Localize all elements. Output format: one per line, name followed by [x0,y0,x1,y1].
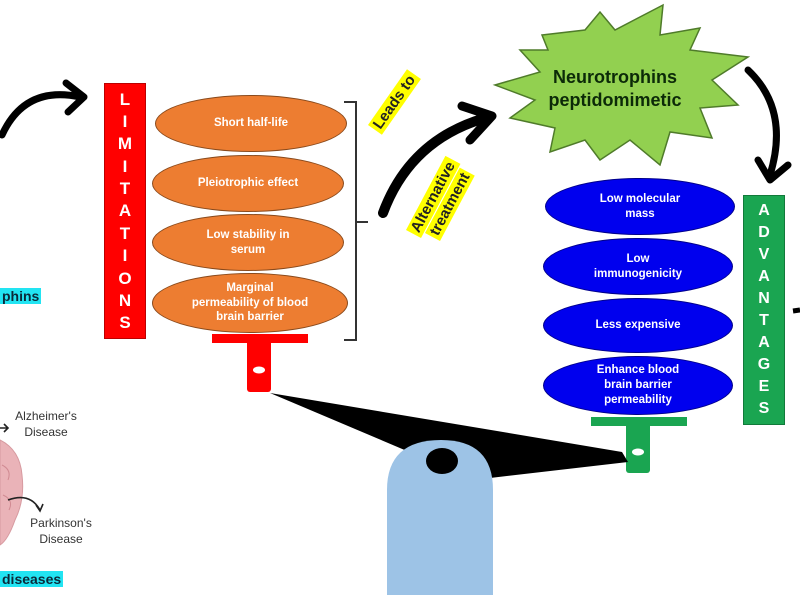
bar-letter: T [759,312,769,329]
bar-letter: M [117,134,133,154]
alzheimers-label: Alzheimer's Disease [10,408,82,440]
bar-letter: G [757,356,771,373]
bar-letter: T [119,223,131,243]
limitation-text: Marginal permeability of blood brain bar… [191,281,309,324]
bar-letter: E [758,378,770,395]
bar-letter: S [758,400,770,417]
peptidomimetic-starburst [492,3,751,167]
parkinsons-label: Parkinson's Disease [22,515,100,547]
disease-name: Alzheimer's [15,409,77,423]
bar-letter: N [758,290,770,307]
advantage-item: Enhance blood brain barrier permeability [543,356,733,415]
limitation-text: Short half-life [213,117,289,130]
bar-letter: S [119,313,131,333]
limitation-item: Pleiotrophic effect [152,155,344,212]
bar-letter: V [758,246,770,263]
curved-arrow-to-advantages [744,66,780,179]
advantage-text: Low immunogenicity [593,252,683,280]
fulcrum-pivot [426,448,458,474]
bar-letter: A [758,202,770,219]
limitations-stand-top [212,334,308,343]
bar-letter: A [118,201,132,221]
parkinsons-arrow-icon [7,496,44,513]
limitation-text: Low stability in serum [206,228,290,256]
neurotrophins-label-partial: phins [0,288,42,304]
peptidomimetic-title: Neurotrophins peptidomimetic [535,66,695,111]
title-line-2: peptidomimetic [548,89,682,110]
bar-letter: N [118,290,132,310]
curved-arrow-to-limitations [0,91,84,139]
diseases-label-partial: diseases [0,571,64,587]
bar-letter: I [122,246,128,266]
advantage-text: Enhance blood brain barrier permeability [596,364,680,406]
disease-word: Disease [24,425,68,440]
alzheimers-arrow-icon [0,423,10,433]
advantages-stand-top [591,417,687,426]
limitation-text: Pleiotrophic effect [197,177,299,190]
limitation-item: Short half-life [155,95,347,152]
bar-letter: A [758,268,770,285]
bar-letter: I [122,112,128,132]
advantages-stand-stem [626,423,650,473]
bar-letter: L [119,89,131,109]
right-connector [792,307,800,314]
limitations-stand-stem [247,340,271,392]
advantage-item: Less expensive [543,298,733,353]
brain-illustration [0,439,24,546]
limitation-item: Marginal permeability of blood brain bar… [152,273,348,333]
arrowhead-icon [62,79,88,116]
bar-letter: A [758,334,770,351]
limitations-stand-hole [253,366,265,374]
bar-letter: T [119,179,131,199]
title-line-1: Neurotrophins [553,67,677,87]
arrowhead-icon [457,101,497,145]
advantage-item: Low immunogenicity [543,238,733,295]
disease-name: Parkinson's [30,516,92,530]
arrowhead-icon [754,156,792,184]
advantage-item: Low molecular mass [545,178,735,235]
limitations-bracket [344,101,368,341]
curved-arrow-to-peptidomimetic [378,113,490,218]
limitation-item: Low stability in serum [152,214,344,271]
advantages-stand-hole [632,448,644,456]
bar-letter: I [122,156,128,176]
advantage-text: Low molecular mass [599,192,681,220]
brain-fold [1,464,11,511]
balance-beam [270,393,628,478]
bar-letter: D [758,224,770,241]
disease-word: Disease [39,532,83,547]
advantage-text: Less expensive [595,319,681,332]
bar-letter: O [118,268,132,288]
balance-fulcrum [387,440,493,595]
